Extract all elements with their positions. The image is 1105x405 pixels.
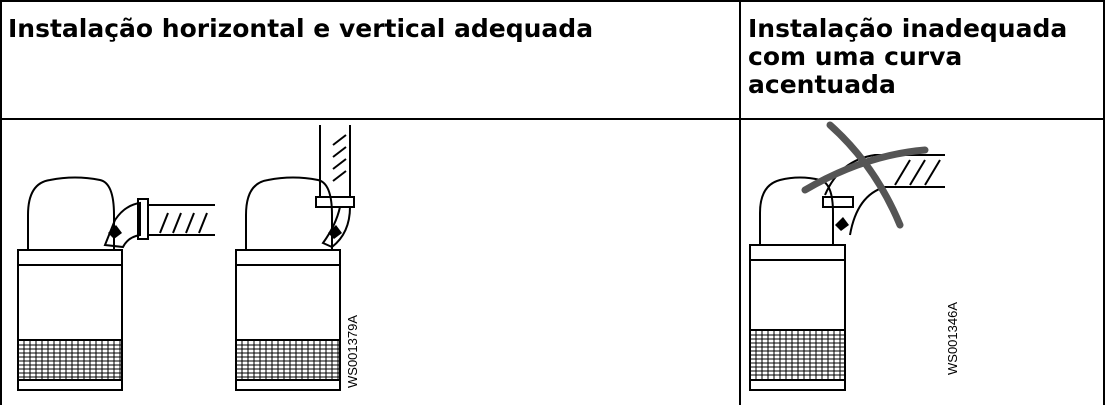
table-left-border — [0, 0, 2, 405]
figure-code-left: WS001379A — [345, 315, 360, 388]
header-bottom-border — [0, 118, 1105, 120]
header-line: com uma curva — [748, 42, 963, 71]
header-improper-installation: Instalação inadequada com uma curva acen… — [748, 15, 1098, 99]
table-right-border — [1103, 0, 1105, 405]
header-line: acentuada — [748, 70, 896, 99]
header-line: Instalação inadequada — [748, 14, 1068, 43]
pump-vertical-illustration — [235, 125, 355, 391]
header-proper-installation: Instalação horizontal e vertical adequad… — [8, 14, 594, 43]
column-divider — [739, 0, 741, 405]
pump-improper-illustration — [749, 121, 945, 391]
pump-horizontal-illustration — [17, 176, 215, 391]
table-top-border — [0, 0, 1105, 2]
figure-code-right: WS001346A — [945, 302, 960, 375]
